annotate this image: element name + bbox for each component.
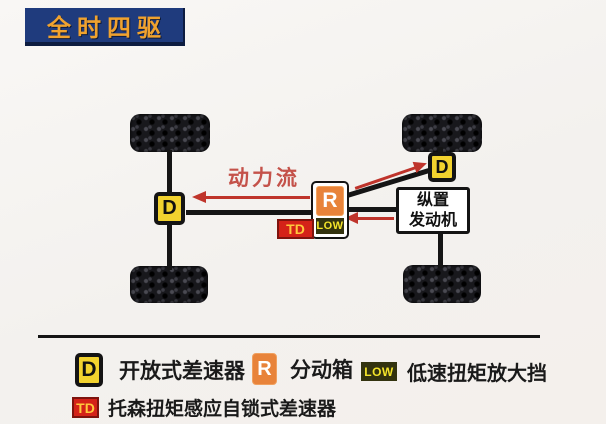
power-flow-label: 动力流 (228, 167, 300, 190)
torsen-badge: TD (277, 219, 314, 239)
transfer-case-r-icon: R (252, 353, 277, 385)
right-rear-axle (438, 231, 443, 268)
wheel-bottom-left (130, 266, 208, 303)
legend-label-transfer-case: 分动箱 (290, 359, 353, 382)
low-gear-badge: LOW (316, 218, 344, 234)
engine-label-line1: 纵置 (416, 191, 449, 209)
low-gear-icon: LOW (361, 362, 397, 381)
legend-item-open-differential: D 开放式差速器 (75, 353, 245, 387)
legend-label-torsen: 托森扭矩感应自锁式差速器 (108, 399, 337, 420)
title-banner: 全时四驱 (25, 8, 185, 46)
legend-divider (38, 335, 540, 338)
power-flow-arrowhead-main (192, 191, 206, 203)
legend-item-transfer-case: R 分动箱 (252, 353, 353, 385)
legend-label-open-differential: 开放式差速器 (119, 360, 245, 383)
transfer-case-badge: R (316, 186, 344, 216)
wheel-top-right (402, 114, 482, 152)
wheel-bottom-right (403, 265, 481, 303)
transfer-case-unit: R LOW (311, 181, 349, 239)
engine-label-line2: 发动机 (408, 211, 457, 229)
legend-item-low-gear: LOW 低速扭矩放大挡 (361, 357, 547, 386)
main-driveshaft (186, 210, 316, 215)
legend-label-low-gear: 低速扭矩放大挡 (407, 363, 547, 385)
power-flow-arrow-main (205, 196, 310, 199)
engine-driveshaft (345, 207, 400, 212)
differential-d-icon: D (75, 353, 103, 387)
wheel-top-left (130, 114, 210, 152)
page-title: 全时四驱 (47, 14, 167, 42)
legend-item-torsen: TD 托森扭矩感应自锁式差速器 (72, 394, 336, 421)
engine-box: 纵置 发动机 (396, 187, 470, 234)
power-flow-arrow-engine (357, 217, 394, 220)
right-differential-badge: D (428, 152, 456, 182)
torsen-td-icon: TD (72, 397, 99, 418)
left-differential-badge: D (154, 192, 185, 225)
